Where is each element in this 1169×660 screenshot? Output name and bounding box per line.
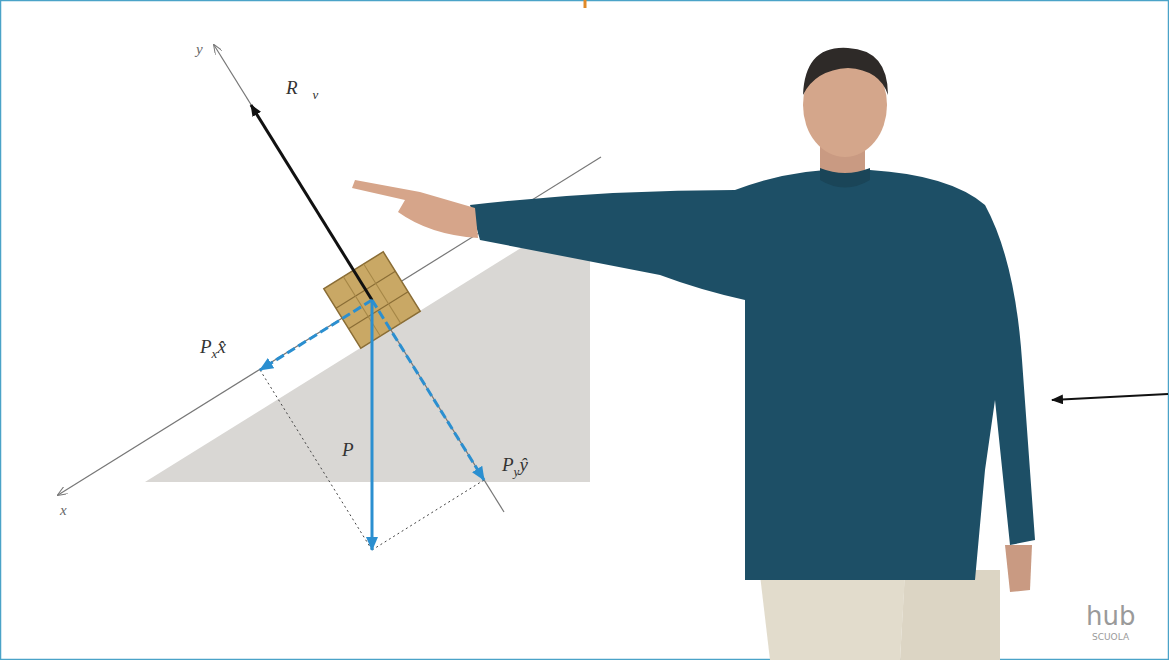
top-tick bbox=[584, 0, 587, 8]
watermark: hub bbox=[1086, 601, 1135, 631]
watermark-group: SCUOLA bbox=[1092, 633, 1129, 642]
weight-vector bbox=[371, 300, 374, 550]
vector-label: y bbox=[514, 464, 520, 479]
presenter-figure bbox=[352, 48, 1035, 660]
vector-label: R⃗ bbox=[286, 77, 312, 98]
perpendicular-component bbox=[372, 300, 484, 480]
pointer-arrow bbox=[1052, 394, 1168, 400]
watermark: SCUOLA bbox=[1092, 632, 1129, 642]
watermark-group: hub bbox=[1086, 603, 1135, 629]
vector-label: x bbox=[212, 346, 218, 361]
projection-line bbox=[372, 480, 484, 550]
axis-label: y bbox=[196, 41, 203, 57]
vector-label: v bbox=[312, 87, 318, 102]
vector-label: x̂ bbox=[217, 336, 225, 357]
vector-label: P⃗ bbox=[342, 439, 368, 460]
axis-label-group: y bbox=[196, 42, 203, 57]
normal-reaction-vector bbox=[251, 105, 372, 300]
vector-label: P bbox=[200, 336, 212, 357]
vector-label: ŷ bbox=[519, 454, 527, 475]
vector-label-group: P⃗ bbox=[342, 440, 368, 459]
vector-label: P bbox=[502, 454, 514, 475]
projection-line bbox=[260, 370, 372, 550]
axis-label-group: x bbox=[60, 503, 67, 518]
vector-label-group: R⃗v bbox=[286, 78, 318, 101]
parallel-component bbox=[260, 300, 372, 370]
vector-label-group: Pyŷ bbox=[502, 455, 528, 478]
vector-label-group: Pxx̂ bbox=[200, 337, 226, 360]
axis-label: x bbox=[60, 502, 67, 518]
y-axis bbox=[214, 45, 504, 512]
